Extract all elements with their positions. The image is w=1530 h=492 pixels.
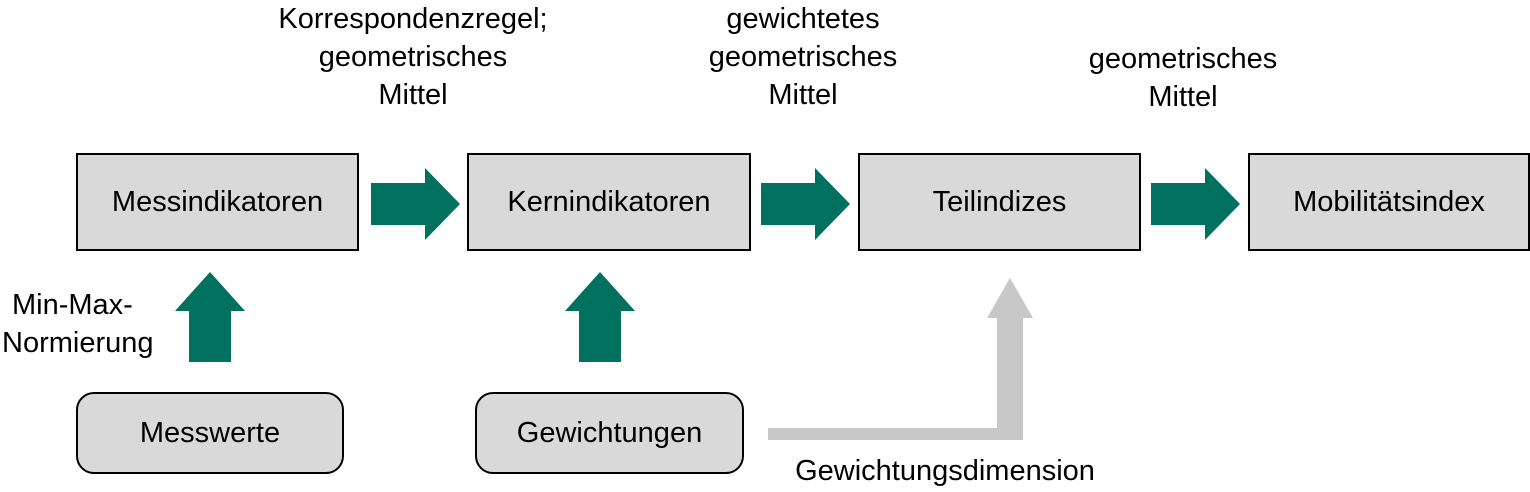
arrow-teilindizes-to-mobilitaetsindex bbox=[1151, 168, 1240, 240]
normalization-label: Min-Max- Normierung bbox=[2, 286, 172, 362]
transition-label-step2-line1: gewichtetes bbox=[726, 3, 880, 35]
arrow-kernindikatoren-to-teilindizes bbox=[761, 168, 850, 240]
arrow-gewichtungen-to-teilindizes bbox=[768, 278, 1033, 440]
transition-label-step2: gewichtetes geometrisches Mittel bbox=[650, 0, 956, 114]
transition-label-step3-line2: Mittel bbox=[1148, 81, 1218, 113]
transition-label-step1-line3: Mittel bbox=[378, 79, 448, 111]
normalization-label-line2: Normierung bbox=[2, 327, 154, 359]
stage-kernindikatoren-label: Kernindikatoren bbox=[507, 185, 711, 218]
transition-label-step1: Korrespondenzregel; geometrisches Mittel bbox=[258, 0, 568, 114]
weighting-dimension-label: Gewichtungsdimension bbox=[795, 455, 1095, 487]
transition-label-step1-line2: geometrisches bbox=[318, 41, 508, 73]
transition-label-step2-line2: geometrisches bbox=[708, 41, 898, 73]
stage-mobilitaetsindex-label: Mobilitätsindex bbox=[1293, 185, 1485, 218]
normalization-label-line1: Min-Max- bbox=[12, 289, 133, 321]
transition-label-step1-line1: Korrespondenzregel; bbox=[278, 3, 548, 35]
stage-kernindikatoren: Kernindikatoren bbox=[467, 153, 751, 251]
stage-messindikatoren: Messindikatoren bbox=[76, 153, 359, 251]
arrow-gewichtungen-to-kernindikatoren bbox=[565, 272, 635, 362]
input-gewichtungen: Gewichtungen bbox=[475, 392, 744, 474]
transition-label-step2-line3: Mittel bbox=[768, 79, 838, 111]
input-messwerte-label: Messwerte bbox=[139, 416, 281, 449]
arrow-messwerte-to-messindikatoren bbox=[175, 272, 245, 362]
stage-mobilitaetsindex: Mobilitätsindex bbox=[1248, 153, 1530, 251]
transition-label-step3-line1: geometrisches bbox=[1088, 43, 1278, 75]
arrow-messindikatoren-to-kernindikatoren bbox=[371, 168, 460, 240]
stage-messindikatoren-label: Messindikatoren bbox=[111, 185, 324, 218]
stage-teilindizes-label: Teilindizes bbox=[932, 185, 1067, 218]
input-gewichtungen-label: Gewichtungen bbox=[516, 416, 703, 449]
stage-teilindizes: Teilindizes bbox=[858, 153, 1141, 251]
transition-label-step3: geometrisches Mittel bbox=[1030, 40, 1336, 116]
input-messwerte: Messwerte bbox=[76, 392, 344, 474]
